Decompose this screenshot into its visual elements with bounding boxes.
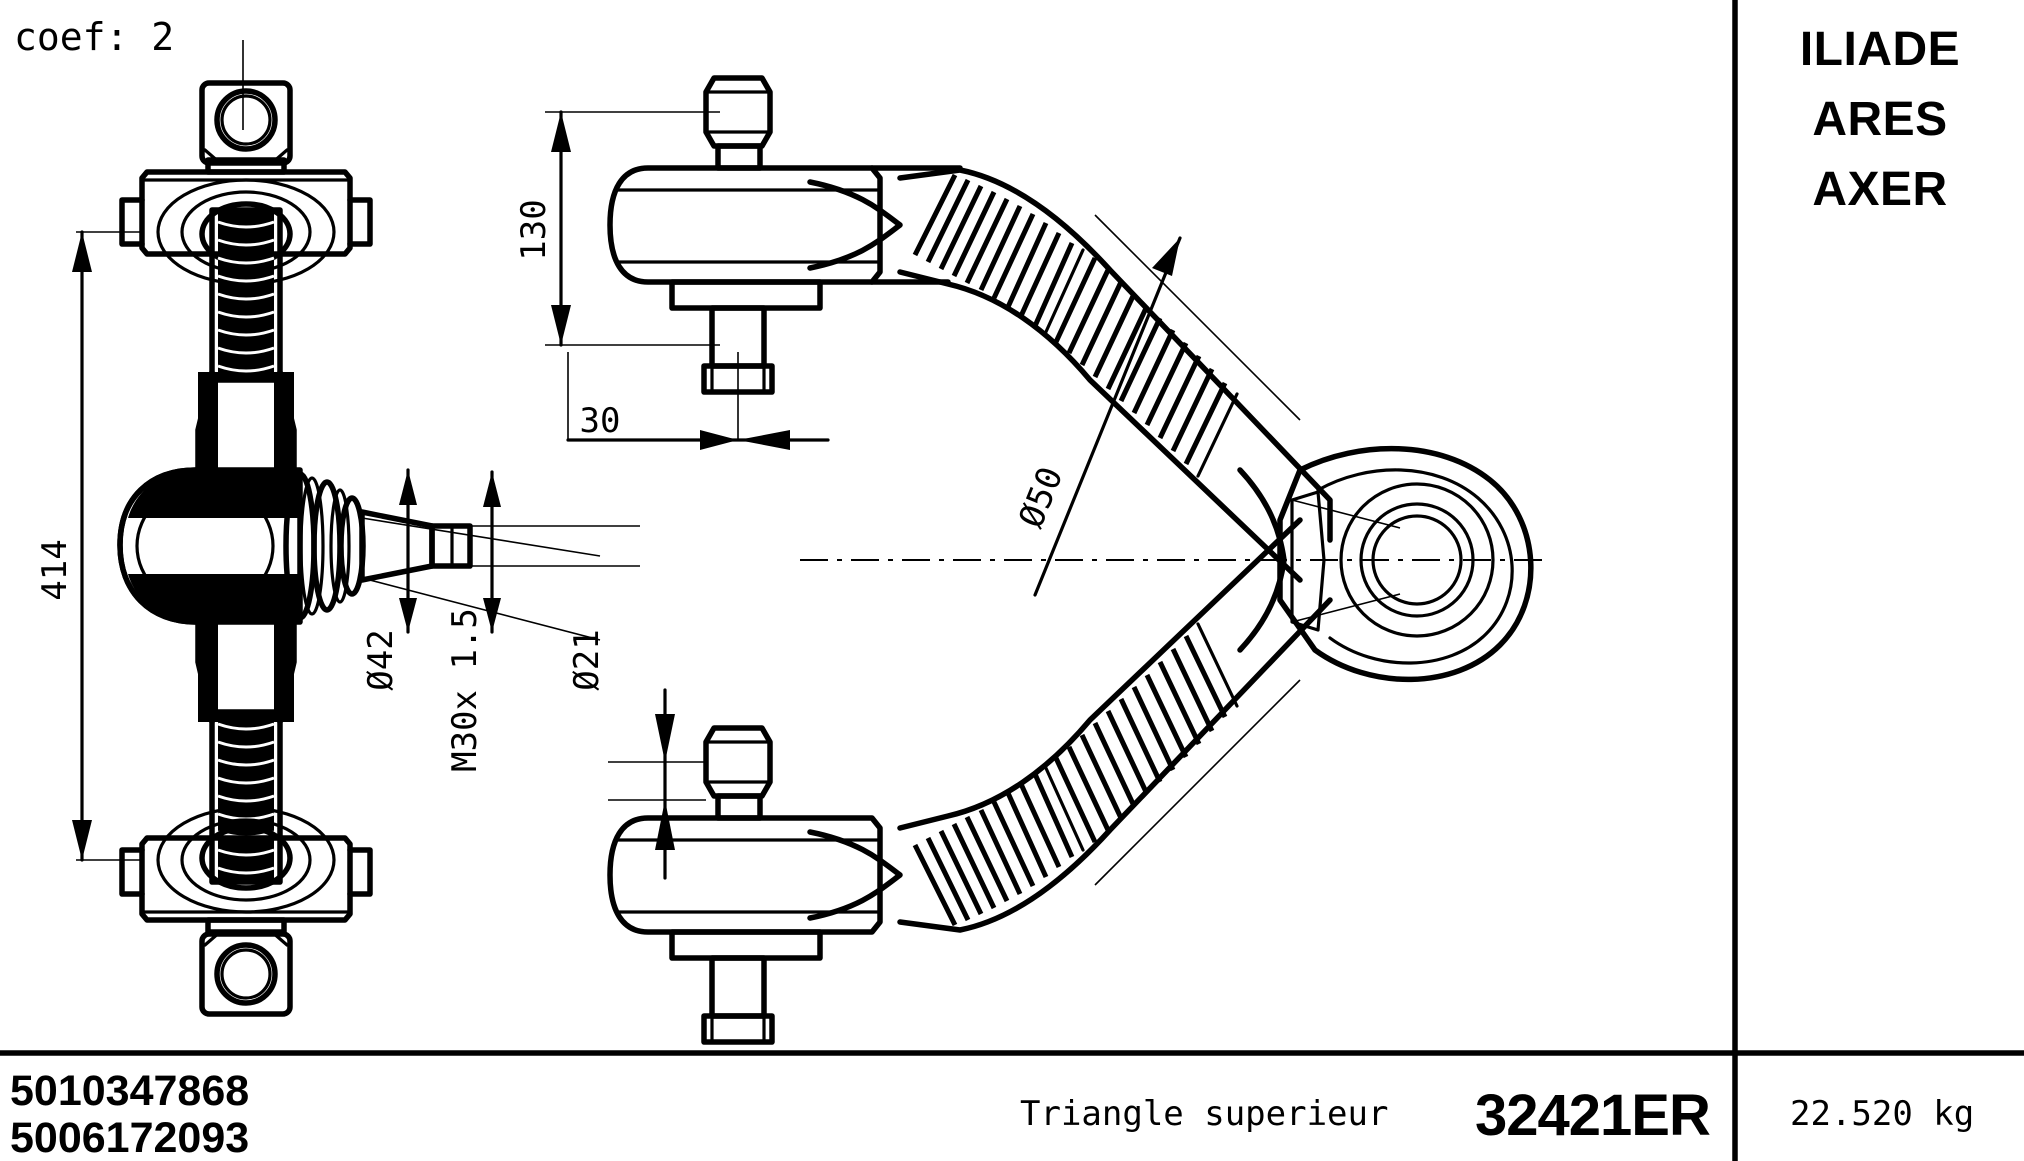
top-bracket-eye <box>199 80 293 175</box>
dimension-text-d50: Ø50 <box>1011 461 1071 533</box>
left-elevation-view: 414 Ø42 M30x 1.5 <box>35 40 640 1017</box>
upper-bush-assembly <box>607 75 963 395</box>
bottom-bracket-eye <box>199 917 293 1017</box>
lower-bush-assembly <box>607 725 903 1045</box>
upper-arm-tube <box>897 167 1333 583</box>
dimension-30: 30 <box>566 352 830 450</box>
title-block: 5010347868 5006172093 Triangle superieur… <box>10 1067 1974 1161</box>
part-weight: 22.520 kg <box>1790 1094 1974 1134</box>
part-description: Triangle superieur <box>1020 1094 1388 1134</box>
part-reference-code: 32421ER <box>1475 1083 1710 1148</box>
lower-threaded-shaft <box>209 709 283 885</box>
brand-line-ares: ARES <box>1812 93 1947 146</box>
lower-arm-tube <box>897 517 1333 933</box>
triangle-plan-view: 130 30 Ø21 Ø50 <box>514 75 1545 1045</box>
dimension-text-30: 30 <box>580 401 621 441</box>
upper-tapered-body <box>195 369 297 473</box>
brand-line-iliade: ILIADE <box>1800 23 1960 76</box>
dimension-text-m30: M30x 1.5 <box>445 608 485 772</box>
dimension-thread-m30: M30x 1.5 <box>445 470 501 772</box>
brand-line-axer: AXER <box>1812 163 1947 216</box>
lower-arm-hatch-segment-2 <box>1053 634 1228 844</box>
arm-hatch-segment-1 <box>912 173 1075 328</box>
upper-threaded-shaft <box>209 207 283 383</box>
dimension-d21: Ø21 <box>567 629 706 880</box>
part-number-secondary: 5006172093 <box>10 1114 249 1161</box>
ball-joint-housing <box>117 467 366 625</box>
bottom-bush-housing <box>119 806 373 923</box>
dimension-text-d21: Ø21 <box>567 629 607 690</box>
dimension-130: 130 <box>514 110 720 347</box>
tapered-stud <box>359 509 640 641</box>
dimension-overall-414: 414 <box>35 230 142 862</box>
dimension-text-130: 130 <box>514 199 554 260</box>
coefficient-label: coef: 2 <box>14 15 174 59</box>
part-number-primary: 5010347868 <box>10 1067 249 1115</box>
lower-tapered-body <box>195 619 297 725</box>
dimension-ball-diameter: Ø42 <box>361 468 417 691</box>
lower-arm-hatch-segment-1 <box>912 772 1075 927</box>
central-eye-boss <box>1237 445 1534 683</box>
arm-hatch-segment-2 <box>1053 256 1228 466</box>
dimension-text-d42: Ø42 <box>361 629 401 690</box>
dimension-text-414: 414 <box>35 539 75 600</box>
brand-block: ILIADE ARES AXER <box>1800 23 1960 216</box>
